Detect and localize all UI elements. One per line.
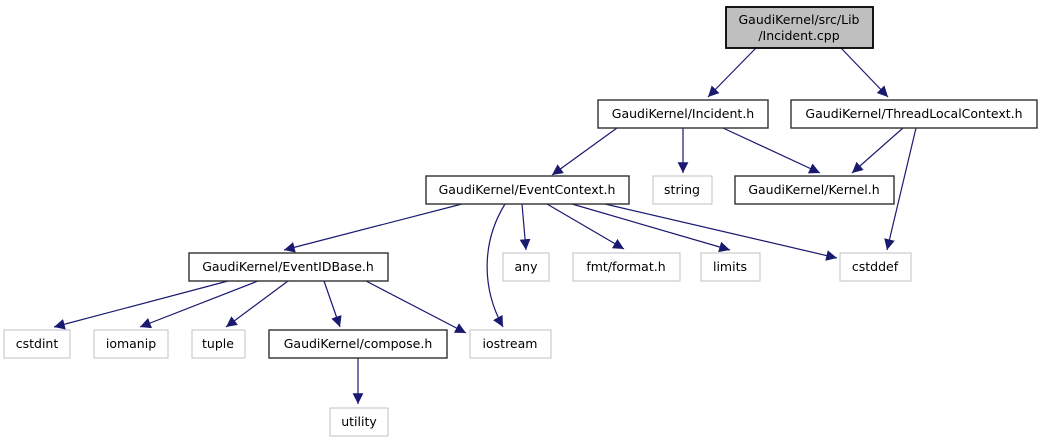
node-cstddef-label: cstddef (852, 259, 899, 274)
node-tuple-label: tuple (202, 336, 234, 351)
node-thread-local-context-h-label: GaudiKernel/ThreadLocalContext.h (805, 106, 1022, 121)
node-utility-box (329, 407, 389, 437)
node-fmt-format-h-box (572, 252, 681, 282)
node-limits-label: limits (713, 259, 747, 274)
edge-incident_h-to-event_context_h (551, 127, 618, 176)
edge-thread_local_context_h-to-cstddef (884, 127, 917, 251)
edge-event_context_h-to-any (519, 203, 531, 251)
node-incident-h[interactable]: GaudiKernel/Incident.h (597, 99, 769, 129)
node-any-box (502, 252, 550, 282)
node-cstdint-box (3, 329, 71, 359)
node-utility-label: utility (341, 414, 377, 429)
node-incident-h-box (597, 99, 769, 129)
node-iostream[interactable]: iostream (469, 329, 552, 359)
node-compose-h-label: GaudiKernel/compose.h (284, 336, 433, 351)
node-iostream-label: iostream (483, 336, 538, 351)
edge-event_id_base_h-to-cstdint (53, 280, 229, 330)
edge-event_id_base_h-to-compose_h (323, 280, 342, 328)
node-event-id-base-h-label: GaudiKernel/EventIDBase.h (202, 259, 374, 274)
node-event-context-h-box (425, 175, 630, 205)
node-tuple[interactable]: tuple (191, 329, 246, 359)
node-compose-h-box (268, 329, 448, 359)
node-iomanip[interactable]: iomanip (93, 329, 169, 359)
node-iomanip-box (93, 329, 169, 359)
node-event-context-h[interactable]: GaudiKernel/EventContext.h (425, 175, 630, 205)
node-any[interactable]: any (502, 252, 550, 282)
node-event-id-base-h[interactable]: GaudiKernel/EventIDBase.h (188, 252, 389, 282)
node-limits-box (700, 252, 761, 282)
node-incident-cpp-box (725, 6, 874, 49)
edge-event_id_base_h-to-tuple (225, 280, 289, 328)
edge-incident_cpp-to-incident_h (707, 47, 757, 98)
node-string-box (652, 175, 713, 205)
node-event-id-base-h-box (188, 252, 389, 282)
edge-incident_cpp-to-thread_local_context_h (840, 47, 889, 98)
node-thread-local-context-h[interactable]: GaudiKernel/ThreadLocalContext.h (790, 99, 1038, 129)
node-iostream-box (469, 329, 552, 359)
node-incident-cpp-label-line1: GaudiKernel/src/Lib (739, 12, 860, 27)
node-incident-cpp[interactable]: GaudiKernel/src/Lib /Incident.cpp (725, 6, 874, 49)
node-cstddef[interactable]: cstddef (839, 252, 912, 282)
edge-event_context_h-to-iostream (486, 203, 506, 328)
node-limits[interactable]: limits (700, 252, 761, 282)
node-incident-cpp-label-line2: /Incident.cpp (758, 28, 839, 43)
node-fmt-format-h[interactable]: fmt/format.h (572, 252, 681, 282)
node-cstddef-box (839, 252, 912, 282)
node-event-context-h-label: GaudiKernel/EventContext.h (439, 182, 616, 197)
node-incident-h-label: GaudiKernel/Incident.h (612, 106, 754, 121)
node-utility[interactable]: utility (329, 407, 389, 437)
node-cstdint-label: cstdint (16, 336, 59, 351)
node-kernel-h-label: GaudiKernel/Kernel.h (748, 182, 879, 197)
edge-event_context_h-to-fmt_format_h (546, 203, 625, 250)
edge-event_id_base_h-to-iostream (365, 280, 467, 334)
node-compose-h[interactable]: GaudiKernel/compose.h (268, 329, 448, 359)
node-thread-local-context-h-box (790, 99, 1038, 129)
edge-event_context_h-to-event_id_base_h (283, 203, 463, 253)
node-kernel-h-box (734, 175, 895, 205)
node-fmt-format-h-label: fmt/format.h (586, 259, 665, 274)
node-string-label: string (664, 182, 700, 197)
node-iomanip-label: iomanip (106, 336, 156, 351)
edge-event_context_h-to-limits (571, 203, 731, 253)
edge-incident_h-to-kernel_h (722, 127, 821, 174)
edge-event_id_base_h-to-iomanip (139, 280, 259, 329)
edge-thread_local_context_h-to-kernel_h (851, 127, 904, 174)
node-any-label: any (515, 259, 539, 274)
nodes: GaudiKernel/src/Lib /Incident.cpp GaudiK… (3, 6, 1038, 437)
node-string[interactable]: string (652, 175, 713, 205)
edge-event_context_h-to-cstddef (604, 203, 838, 261)
edges (53, 47, 917, 404)
node-kernel-h[interactable]: GaudiKernel/Kernel.h (734, 175, 895, 205)
node-cstdint[interactable]: cstdint (3, 329, 71, 359)
node-tuple-box (191, 329, 246, 359)
